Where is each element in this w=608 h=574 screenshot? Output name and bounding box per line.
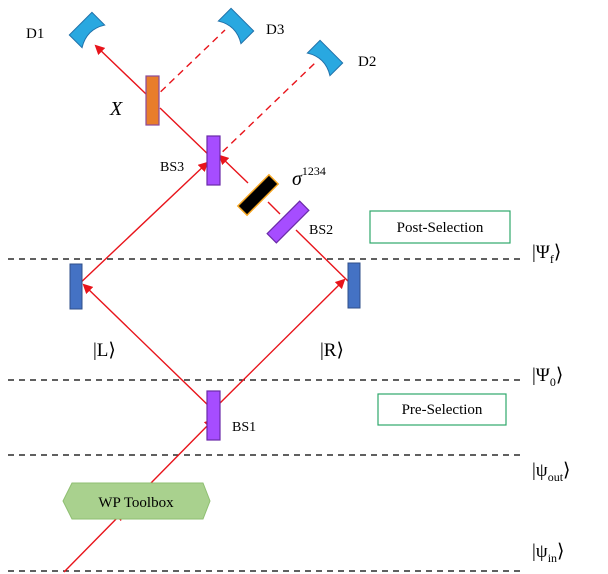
bs3-splitter	[206, 135, 221, 186]
post-selection-box	[369, 210, 511, 244]
right-mirror	[347, 262, 361, 309]
post-selection-label: Post-Selection	[397, 220, 484, 236]
pre-selection-label: Pre-Selection	[402, 402, 483, 418]
psi-0-close: ⟩	[556, 365, 563, 386]
left-mirror	[69, 263, 83, 310]
wp-toolbox-label: WP Toolbox	[98, 495, 174, 511]
bs2-label: BS2	[309, 223, 333, 238]
beam-bs1-to-right-mirror	[212, 278, 346, 411]
psi-out-label: |ψout⟩	[532, 460, 570, 484]
psi-in-label: |ψin⟩	[532, 541, 564, 565]
d1-label: D1	[26, 26, 44, 42]
beam-toolbox-to-bs1	[149, 418, 215, 485]
right-path-label: |R⟩	[320, 340, 344, 361]
bs1-splitter	[206, 390, 221, 441]
d2-label: D2	[358, 54, 376, 70]
detector-d2-icon	[306, 39, 344, 77]
sigma-label: σ1234	[292, 164, 326, 190]
psi-0-sub: 0	[550, 375, 556, 389]
detector-d3-icon	[217, 7, 255, 45]
beam-left-mirror-to-bs3	[75, 161, 209, 288]
bs3-label: BS3	[160, 160, 184, 175]
beam-bs1-to-left-mirror	[82, 283, 214, 411]
bs1-label: BS1	[232, 420, 256, 435]
psi-out-base: |ψ	[532, 460, 548, 481]
detector-d1-icon	[68, 11, 106, 49]
d3-label: D3	[266, 22, 284, 38]
x-element	[145, 75, 160, 126]
x-label: X	[109, 98, 123, 120]
sigma-base: σ	[292, 168, 303, 190]
sigma-element	[236, 173, 280, 217]
psi-0-label: |Ψ0⟩	[532, 365, 563, 389]
beam-right-mirror-to-bs2	[295, 229, 355, 288]
psi-out-close: ⟩	[563, 460, 570, 481]
psi-f-close: ⟩	[554, 242, 561, 263]
beam-bs3-to-d2	[213, 62, 316, 161]
beam-x-to-d1	[94, 44, 147, 95]
pre-selection-box	[377, 393, 507, 426]
wp-toolbox	[62, 482, 211, 520]
section-lines	[8, 258, 520, 572]
psi-f-label: |Ψf⟩	[532, 242, 561, 266]
psi-f-base: |Ψ	[532, 242, 550, 263]
sigma-sup: 1234	[302, 164, 326, 178]
bs2-splitter	[266, 200, 310, 244]
beam-sigma-to-bs3	[218, 154, 249, 184]
psi-in-close: ⟩	[557, 541, 564, 562]
beams	[63, 29, 355, 573]
beam-bs3-to-x	[159, 107, 215, 161]
psi-f-sub: f	[550, 252, 554, 266]
beam-input	[63, 510, 125, 573]
beam-x-to-d3	[151, 29, 226, 101]
psi-out-sub: out	[548, 470, 564, 484]
psi-in-base: |ψ	[532, 541, 548, 562]
psi-0-base: |Ψ	[532, 365, 550, 386]
beam-bs2-to-sigma	[267, 201, 281, 215]
psi-in-sub: in	[548, 551, 557, 565]
left-path-label: |L⟩	[93, 340, 116, 361]
